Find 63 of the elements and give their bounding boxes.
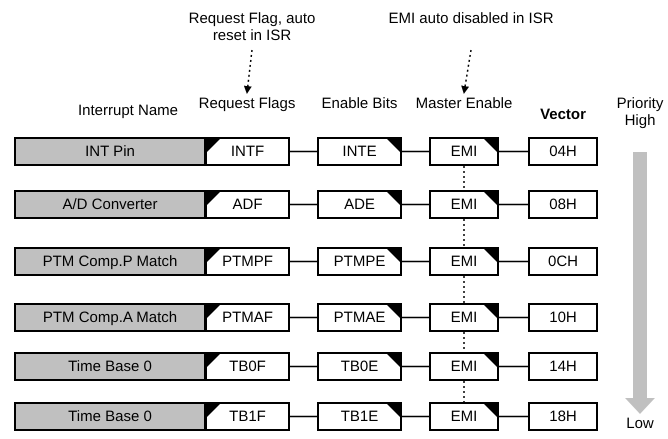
connector-line [402,150,429,152]
connector-line [290,316,317,318]
connector-line [463,332,465,352]
enable-bit-box: ADE [317,190,402,219]
arrow [244,50,253,94]
connector-line [402,260,429,262]
connector-line [463,276,465,303]
master-enable-box: EMI [429,137,499,166]
interrupt-name-box: Time Base 0 [14,352,206,381]
connector-line [499,316,528,318]
request-flag-box: ADF [205,190,290,219]
request-flag-box: TB1F [205,402,290,431]
column-header: Master Enable [414,95,514,112]
request-flag-box: PTMAF [205,303,290,332]
connector-line [290,150,317,152]
connector-line [290,416,317,418]
enable-bit-box: TB1E [317,402,402,431]
priority-label: Low [625,415,655,432]
connector-line [402,316,429,318]
master-enable-box: EMI [429,247,499,276]
request-flag-box: TB0F [205,352,290,381]
vector-box: 14H [528,352,598,381]
interrupt-name-box: PTM Comp.A Match [14,303,206,332]
interrupt-name-box: Time Base 0 [14,402,206,431]
connector-line [463,381,465,402]
connector-line [290,366,317,368]
enable-bit-box: PTMAE [317,303,402,332]
connector-line [290,204,317,206]
master-enable-box: EMI [429,352,499,381]
request-flag-box: PTMPF [205,247,290,276]
connector-line [499,150,528,152]
master-enable-box: EMI [429,190,499,219]
connector-line [402,416,429,418]
vector-box: 04H [528,137,598,166]
interrupt-name-box: A/D Converter [14,190,206,219]
enable-bit-box: TB0E [317,352,402,381]
connector-line [463,166,465,190]
connector-line [402,366,429,368]
master-enable-box: EMI [429,303,499,332]
connector-line [499,204,528,206]
connector-line [499,260,528,262]
master-enable-box: EMI [429,402,499,431]
annotation-text: EMI auto disabled in ISR [386,10,556,27]
vector-box: 0CH [528,247,598,276]
connector-line [499,416,528,418]
priority-label: Priority High [616,95,664,129]
interrupt-name-box: INT Pin [14,137,206,166]
column-header: Enable Bits [320,95,398,112]
enable-bit-box: PTMPE [317,247,402,276]
connector-line [463,219,465,247]
request-flag-box: INTF [205,137,290,166]
connector-line [290,260,317,262]
interrupt-name-box: PTM Comp.P Match [14,247,206,276]
vector-box: 08H [528,190,598,219]
connector-line [499,366,528,368]
arrow [461,50,472,94]
connector-line [402,204,429,206]
vector-box: 10H [528,303,598,332]
column-header: Request Flags [197,95,297,112]
annotation-text: Request Flag, auto reset in ISR [172,10,332,44]
vector-box: 18H [528,402,598,431]
enable-bit-box: INTE [317,137,402,166]
column-header: Vector [539,106,587,123]
